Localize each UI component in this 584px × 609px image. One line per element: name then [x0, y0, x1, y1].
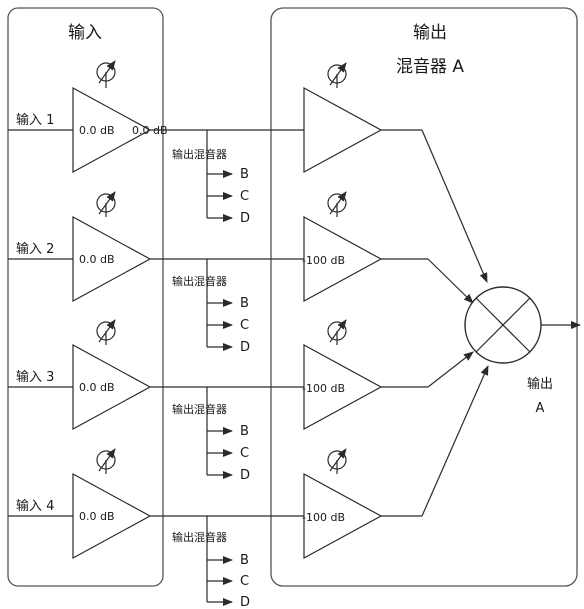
- mixer-amp-4: [303, 472, 383, 560]
- summing-junction-icon: [464, 286, 542, 364]
- send-target-d: D: [240, 468, 250, 483]
- send-group-4: 输出混音器 B C D: [172, 516, 250, 609]
- input-amp-1: [72, 86, 152, 174]
- mixer-channel-3: -100 dB: [302, 319, 474, 431]
- send-target-d: D: [240, 211, 250, 226]
- send-target-c: C: [240, 446, 249, 461]
- input-gain-1: 0.0 dB: [79, 124, 115, 137]
- mixer-amp-1: [303, 86, 383, 174]
- input-label-3: 输入 3: [16, 369, 54, 385]
- mixer-gain-3: -100 dB: [302, 382, 345, 395]
- send-target-b: B: [240, 296, 249, 311]
- mixer-gain-2: -100 dB: [302, 254, 345, 267]
- input-gain-4: 0.0 dB: [79, 510, 115, 523]
- send-target-d: D: [240, 340, 250, 355]
- mixer-gain-4: -100 dB: [302, 511, 345, 524]
- send-group-2: 输出混音器 B C D: [172, 259, 250, 355]
- overlap-gain-label: 0.0 dB: [132, 124, 168, 137]
- send-target-b: B: [240, 424, 249, 439]
- input-label-1: 输入 1: [16, 112, 54, 128]
- mixer-panel-title-line1: 输出: [413, 23, 447, 43]
- input-label-4: 输入 4: [16, 498, 54, 514]
- send-target-b: B: [240, 553, 249, 568]
- output-label-line2: A: [536, 401, 545, 416]
- mixer-panel-title-line2: 混音器 A: [396, 57, 464, 77]
- input-label-2: 输入 2: [16, 241, 54, 257]
- send-target-c: C: [240, 189, 249, 204]
- input-gain-2: 0.0 dB: [79, 253, 115, 266]
- send-target-b: B: [240, 167, 249, 182]
- input-channel-2: 输入 2 0.0 dB: [8, 191, 304, 303]
- input-channel-4: 输入 4 0.0 dB: [8, 448, 304, 560]
- gain-knob-icon: [96, 60, 116, 88]
- gain-knob-icon: [96, 319, 116, 345]
- input-gain-3: 0.0 dB: [79, 381, 115, 394]
- mixer-panel: [270, 7, 578, 587]
- send-title-2: 输出混音器: [172, 274, 227, 288]
- gain-knob-icon: [96, 191, 116, 217]
- send-target-d: D: [240, 595, 250, 609]
- send-target-c: C: [240, 318, 249, 333]
- mixer-channel-2: -100 dB: [302, 191, 474, 304]
- gain-knob-icon: [327, 62, 347, 88]
- send-title-4: 输出混音器: [172, 530, 227, 544]
- send-group-3: 输出混音器 B C D: [172, 387, 250, 483]
- input-panel: [7, 7, 164, 587]
- send-group-1: 输出混音器 B C D: [172, 130, 250, 226]
- gain-knob-icon: [327, 319, 347, 345]
- input-channel-3: 输入 3 0.0 dB: [8, 319, 304, 431]
- input-amp-2: [72, 215, 152, 303]
- mixer-amp-2: [303, 215, 383, 303]
- output-label-line1: 输出: [527, 376, 553, 392]
- gain-knob-icon: [327, 448, 347, 474]
- mixer-amp-3: [303, 343, 383, 431]
- send-title-1: 输出混音器: [172, 147, 227, 161]
- input-channel-1: 输入 1 0.0 dB 0.0 dB: [8, 60, 304, 174]
- gain-knob-icon: [96, 448, 116, 474]
- input-panel-title: 输入: [68, 23, 102, 43]
- input-amp-3: [72, 343, 152, 431]
- gain-knob-icon: [327, 191, 347, 217]
- input-amp-4: [72, 472, 152, 560]
- send-title-3: 输出混音器: [172, 402, 227, 416]
- mixer-channel-4: -100 dB: [302, 365, 489, 560]
- send-target-c: C: [240, 574, 249, 589]
- mixer-channel-1: [303, 62, 488, 283]
